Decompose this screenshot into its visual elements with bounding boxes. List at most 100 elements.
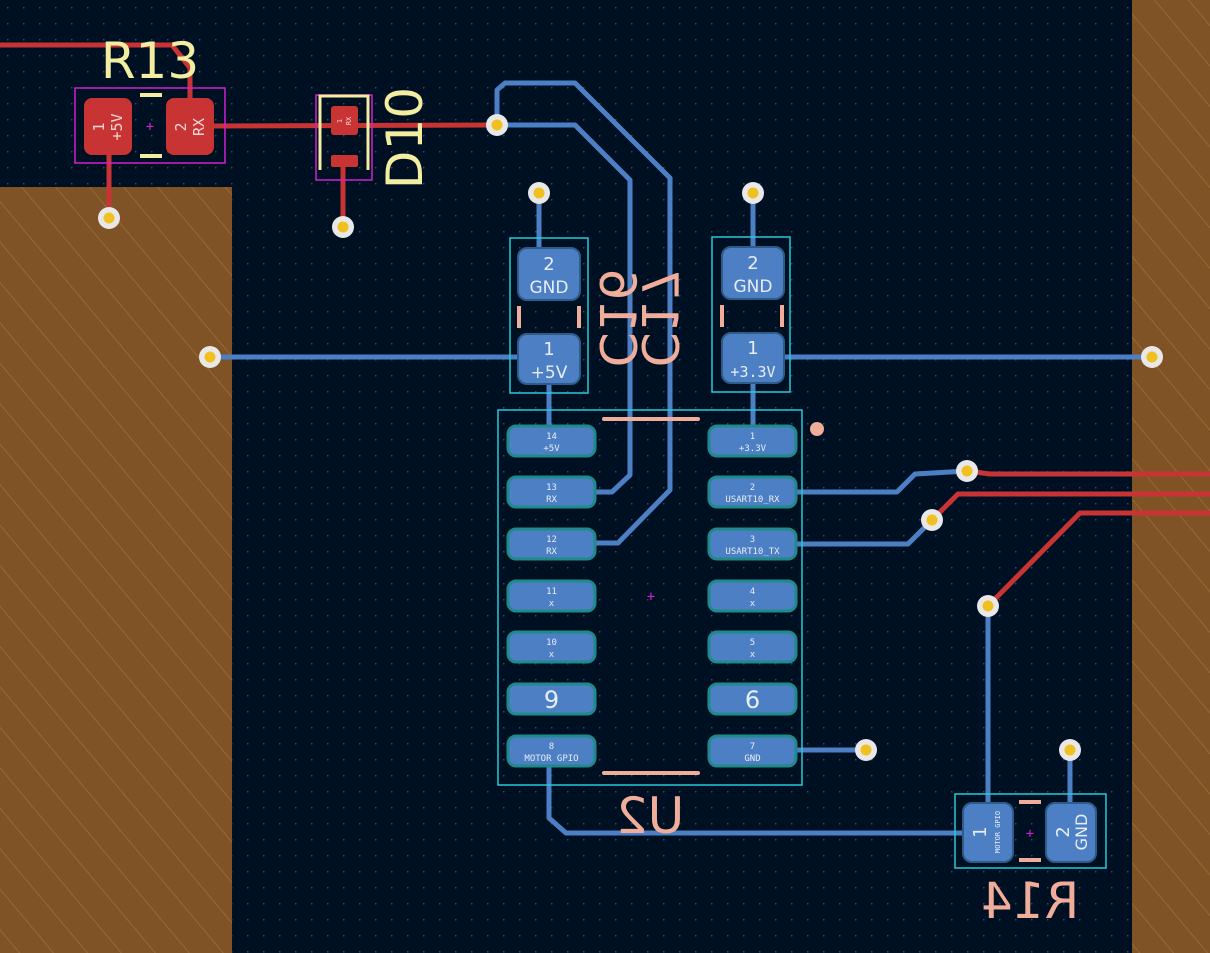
r14-pad-2[interactable]: [1045, 802, 1097, 863]
u2-pad-8[interactable]: [506, 734, 597, 768]
u2-pad-11-number: 11: [546, 587, 557, 597]
trace-usart-tx: [793, 517, 935, 547]
u2-pad-14-number: 14: [546, 432, 557, 442]
trace-r13-rx-in: [0, 42, 193, 103]
u2-silk-bottom: [602, 771, 700, 775]
c17-pad-2[interactable]: [721, 246, 785, 300]
u2-pad-13-net: RX: [546, 495, 557, 505]
r14-center-mark: +: [1026, 826, 1034, 842]
r14-reference: R14: [981, 872, 1079, 930]
r13-courtyard: [74, 87, 226, 164]
u2-pad-7-net: GND: [744, 754, 760, 764]
r13-reference: R13: [101, 32, 199, 90]
u2-pad-3[interactable]: [707, 527, 798, 561]
u2-pad-8-net: MOTOR GPIO: [524, 754, 578, 764]
c17-pad-2-number: 2: [747, 253, 758, 274]
via-hole: [982, 600, 994, 612]
u2-courtyard: [497, 409, 803, 786]
d10-pad-2[interactable]: [331, 155, 358, 167]
r14-courtyard: [954, 793, 1107, 869]
via-hole: [860, 744, 872, 756]
u2-pad-2[interactable]: [707, 475, 798, 509]
via-hole: [103, 212, 115, 224]
footprint-c16[interactable]: 2 GND 1 +5V: [509, 237, 589, 394]
d10-pad-1-number: 1: [336, 119, 344, 123]
c17-pad-1-number: 1: [747, 338, 758, 359]
u2-pad-7-number: 7: [750, 742, 755, 752]
r13-pad-2-number: 2: [172, 122, 190, 131]
r14-silk-top: [1019, 800, 1041, 804]
c16-pad-1[interactable]: [517, 333, 581, 385]
copper-pour-left[interactable]: [0, 187, 232, 953]
c17-reference: C17: [630, 269, 688, 368]
r13-center-mark: +: [146, 119, 154, 135]
u2-pad-10-number: 10: [546, 638, 557, 648]
d10-reference: D10: [376, 87, 434, 189]
r13-pad-1-number: 1: [90, 122, 108, 131]
u2-pad-2-net: USART10_RX: [725, 495, 780, 505]
u2-pad-7[interactable]: [707, 734, 798, 768]
u2-pad-5[interactable]: [707, 630, 798, 664]
u2-pad-6[interactable]: [707, 682, 798, 716]
d10-pad-1[interactable]: [331, 106, 358, 135]
r14-pad-1-net: MOTOR GPIO: [994, 811, 1002, 853]
u2-pad-12[interactable]: [506, 527, 597, 561]
r14-pad-2-number: 2: [1053, 826, 1074, 837]
c17-pad-1[interactable]: [721, 332, 785, 384]
r13-pad-1-net: +5V: [108, 113, 126, 140]
trace-motor-gpio: [546, 763, 971, 836]
u2-pad-1[interactable]: [707, 424, 798, 458]
u2-pad-11[interactable]: [506, 579, 597, 613]
via-hole: [747, 187, 759, 199]
c16-pad-2-number: 2: [543, 254, 554, 275]
c16-pad-1-net: +5V: [531, 363, 568, 383]
c17-courtyard: [711, 236, 791, 393]
d10-silk: [318, 94, 370, 170]
via-hole: [337, 221, 349, 233]
d10-pad-1-net: RX: [345, 116, 353, 125]
u2-pad-4[interactable]: [707, 579, 798, 613]
footprint-c17[interactable]: 2 GND 1 +3.3V: [711, 236, 791, 393]
r13-pad-1[interactable]: [84, 98, 132, 155]
c16-pad-2[interactable]: [517, 247, 581, 301]
u2-pad-13[interactable]: [506, 475, 597, 509]
vias[interactable]: [98, 114, 1163, 761]
u2-pad-10[interactable]: [506, 630, 597, 664]
r14-pad-1[interactable]: [962, 802, 1014, 863]
via-hole: [1146, 351, 1158, 363]
u2-center-mark: +: [647, 589, 655, 605]
u2-pad-12-number: 12: [546, 535, 557, 545]
trace-usart-tx-front: [929, 491, 1210, 523]
footprint-r14[interactable]: 1 MOTOR GPIO 2 GND + R14: [954, 793, 1107, 930]
c17-pad-2-net: GND: [734, 277, 773, 297]
u2-pad-3-net: USART10_TX: [725, 547, 780, 557]
c17-silk-right: [780, 305, 784, 327]
u2-pad-1-number: 1: [750, 432, 755, 442]
r13-pad-2[interactable]: [166, 98, 214, 155]
footprint-r13[interactable]: R13 1 +5V 2 RX +: [74, 32, 226, 164]
via-hole: [961, 465, 973, 477]
u2-pad-8-number: 8: [549, 742, 554, 752]
u2-pad-2-number: 2: [750, 483, 755, 493]
u2-pad-9[interactable]: [506, 682, 597, 716]
via-hole: [204, 351, 216, 363]
r14-silk-bottom: [1019, 858, 1041, 862]
footprint-d10[interactable]: 1 RX D10: [315, 87, 434, 189]
u2-pad-10-net: x: [549, 650, 555, 660]
via-hole: [926, 514, 938, 526]
u2-pad-14[interactable]: [506, 424, 597, 458]
u2-silk-top: [602, 417, 700, 421]
r14-pad-2-net: GND: [1072, 814, 1091, 851]
u2-pad-5-net: x: [750, 650, 756, 660]
c17-silk-left: [720, 305, 724, 327]
r13-silk-bottom: [140, 154, 162, 158]
u2-pad-5-number: 5: [750, 638, 755, 648]
trace-motor-front: [985, 510, 1210, 609]
c16-reference: C16: [588, 269, 646, 368]
c17-pad-1-net: +3.3V: [730, 363, 775, 381]
u2-pad-14-net: +5V: [543, 444, 560, 454]
u2-pad-11-net: x: [549, 599, 555, 609]
r13-pad-2-net: RX: [190, 118, 208, 136]
